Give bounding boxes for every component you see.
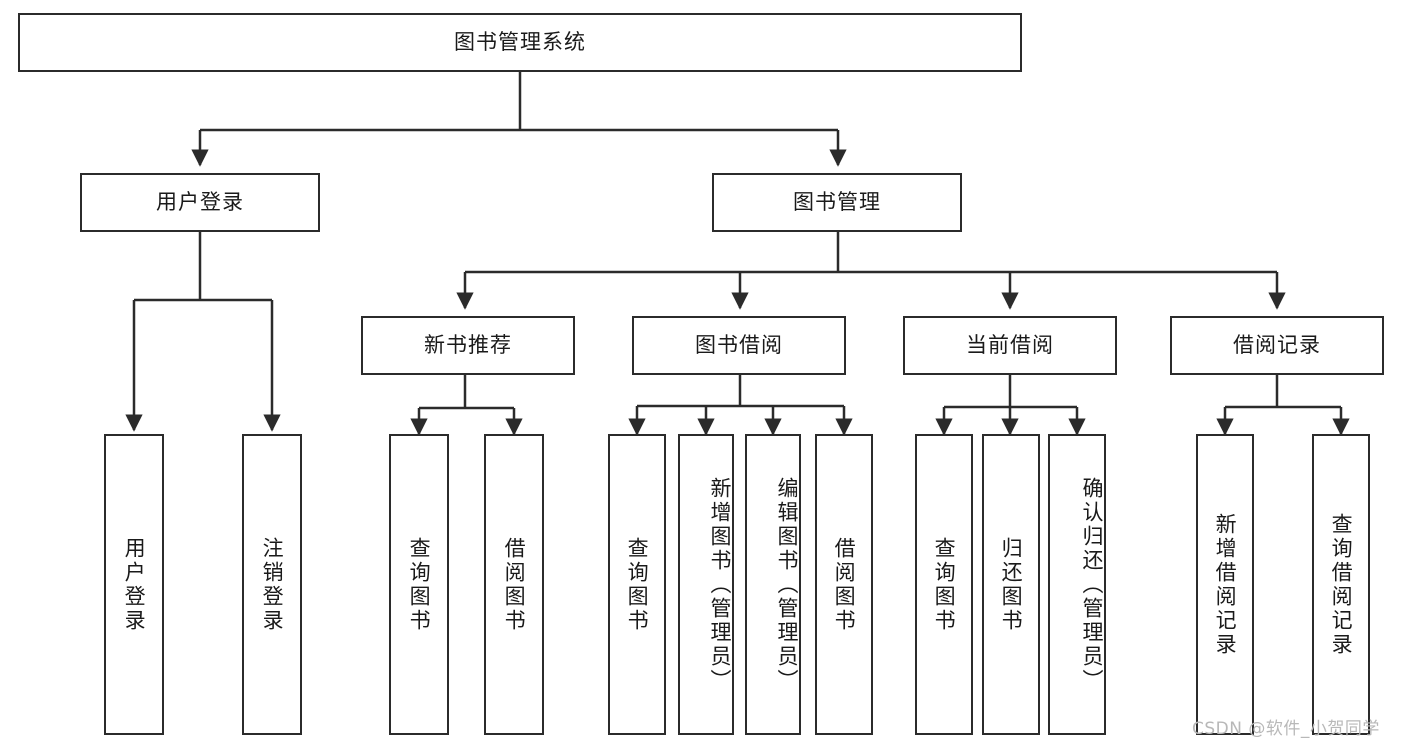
leaf-edit-book-admin[interactable]: 编辑图书（管理员） [745,434,801,735]
leaf-user-logout[interactable]: 注销登录 [242,434,302,735]
node-current-borrow[interactable]: 当前借阅 [903,316,1117,375]
leaf-add-book-admin[interactable]: 新增图书（管理员） [678,434,734,735]
leaf-query-book-borrow[interactable]: 查询图书 [608,434,666,735]
node-book-borrow[interactable]: 图书借阅 [632,316,846,375]
leaf-borrow-book-recommend[interactable]: 借阅图书 [484,434,544,735]
leaf-user-login[interactable]: 用户登录 [104,434,164,735]
node-new-book-recommend[interactable]: 新书推荐 [361,316,575,375]
node-root-system[interactable]: 图书管理系统 [18,13,1022,72]
node-book-management[interactable]: 图书管理 [712,173,962,232]
leaf-query-book-recommend[interactable]: 查询图书 [389,434,449,735]
leaf-confirm-return-admin[interactable]: 确认归还（管理员） [1048,434,1106,735]
node-user-login[interactable]: 用户登录 [80,173,320,232]
leaf-return-book[interactable]: 归还图书 [982,434,1040,735]
node-borrow-record[interactable]: 借阅记录 [1170,316,1384,375]
leaf-add-borrow-record[interactable]: 新增借阅记录 [1196,434,1254,735]
leaf-query-borrow-record[interactable]: 查询借阅记录 [1312,434,1370,735]
leaf-borrow-book[interactable]: 借阅图书 [815,434,873,735]
leaf-query-book-current[interactable]: 查询图书 [915,434,973,735]
watermark-text: CSDN @软件_小贺同学 [1192,719,1380,739]
